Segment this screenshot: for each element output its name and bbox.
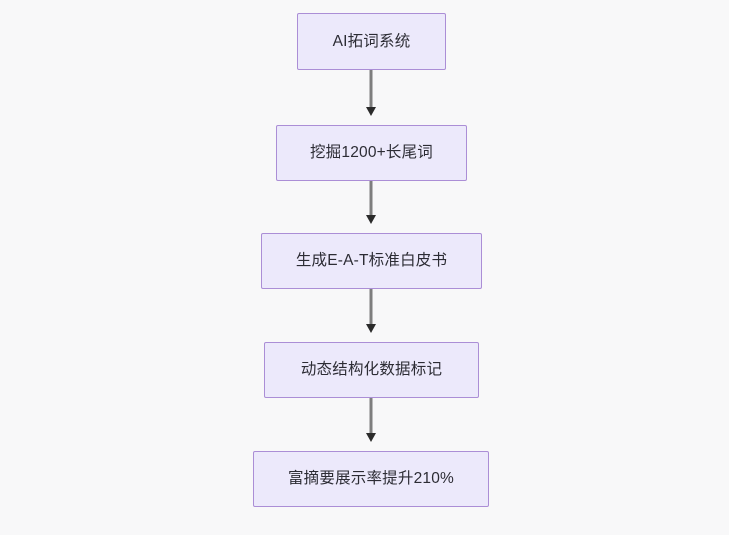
- flowchart-edge-n1-n2: [369, 70, 373, 109]
- arrow-head-icon: [366, 107, 376, 116]
- flowchart-node-n4[interactable]: 动态结构化数据标记: [264, 342, 479, 398]
- flowchart-node-label: 生成E-A-T标准白皮书: [295, 252, 448, 270]
- flowchart-node-n5[interactable]: 富摘要展示率提升210%: [253, 451, 489, 507]
- arrow-head-icon: [366, 324, 376, 333]
- arrow-head-icon: [366, 215, 376, 224]
- flowchart-node-n1[interactable]: AI拓词系统: [297, 13, 446, 70]
- flowchart-node-label: 富摘要展示率提升210%: [287, 470, 455, 488]
- flowchart-edge-n4-n5: [369, 398, 373, 435]
- flowchart-node-label: AI拓词系统: [332, 32, 411, 50]
- flowchart-node-n2[interactable]: 挖掘1200+长尾词: [276, 125, 467, 181]
- flowchart-node-n3[interactable]: 生成E-A-T标准白皮书: [261, 233, 482, 289]
- arrow-head-icon: [366, 433, 376, 442]
- flowchart-node-label: 挖掘1200+长尾词: [309, 144, 434, 162]
- flowchart-edge-n3-n4: [369, 289, 373, 326]
- flowchart-edge-n2-n3: [369, 181, 373, 217]
- flowchart-node-label: 动态结构化数据标记: [300, 361, 443, 379]
